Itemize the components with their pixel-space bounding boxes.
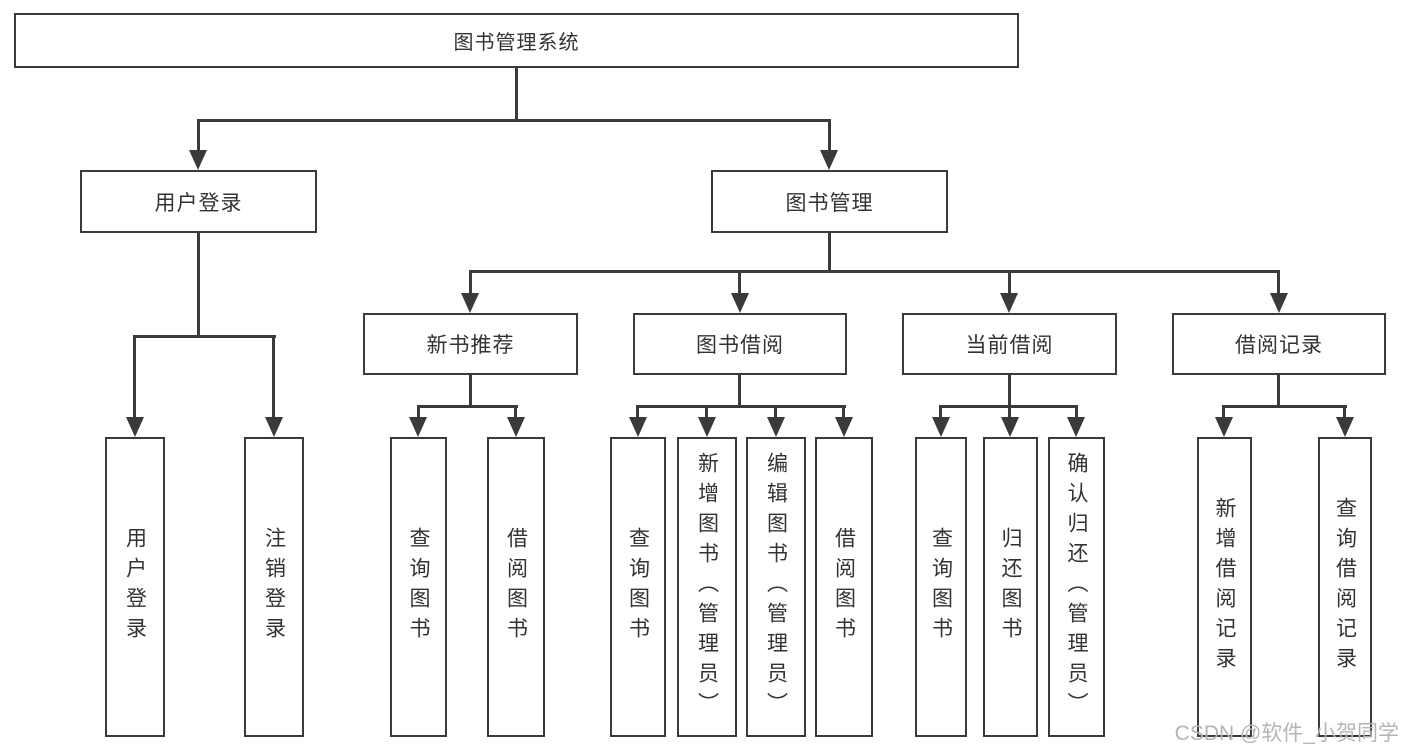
node-borrowing-records-label: 借阅记录	[1235, 334, 1323, 357]
connector-line	[774, 405, 777, 419]
leaf-borrow-books-recommend: 借阅图书	[487, 437, 545, 737]
connector-line	[1075, 405, 1078, 419]
connector-line	[1222, 405, 1225, 419]
node-root: 图书管理系统	[14, 13, 1019, 68]
arrow-down-icon	[1001, 417, 1019, 437]
connector-line	[828, 233, 831, 273]
arrow-down-icon	[126, 417, 144, 437]
leaf-borrow-books: 借阅图书	[815, 437, 873, 737]
leaf-logout: 注销登录	[244, 437, 304, 737]
connector-line	[469, 270, 1280, 273]
arrow-down-icon	[835, 417, 853, 437]
leaf-query-books-current: 查询图书	[915, 437, 967, 737]
connector-line	[1222, 405, 1347, 408]
node-new-book-recommend-label: 新书推荐	[426, 334, 515, 357]
connector-line	[514, 405, 517, 419]
arrow-down-icon	[507, 417, 525, 437]
leaf-query-borrow-record: 查询借阅记录	[1318, 437, 1372, 737]
leaf-query-books-recommend-label: 查询图书	[407, 527, 430, 647]
leaf-add-books-admin: 新增图书（管理员）	[677, 437, 737, 737]
leaf-logout-label: 注销登录	[262, 527, 286, 647]
node-book-management-label: 图书管理	[785, 191, 874, 215]
node-current-borrowing-label: 当前借阅	[965, 334, 1054, 357]
leaf-query-books-current-label: 查询图书	[929, 527, 953, 647]
arrow-down-icon	[461, 293, 479, 313]
arrow-down-icon	[731, 293, 749, 313]
arrow-down-icon	[1000, 293, 1018, 313]
connector-line	[738, 375, 741, 408]
connector-line	[842, 405, 845, 419]
arrow-down-icon	[932, 417, 950, 437]
node-current-borrowing: 当前借阅	[902, 313, 1117, 375]
leaf-user-login-label: 用户登录	[123, 527, 147, 647]
node-book-management: 图书管理	[711, 170, 948, 233]
watermark-text: CSDN @软件_小贺同学	[1174, 722, 1399, 745]
node-new-book-recommend: 新书推荐	[363, 313, 578, 375]
connector-line	[1277, 270, 1280, 296]
connector-line	[133, 335, 136, 419]
arrow-down-icon	[409, 417, 427, 437]
connector-line	[705, 405, 708, 419]
node-book-borrowing-label: 图书借阅	[696, 334, 784, 357]
connector-line	[1008, 375, 1011, 408]
connector-line	[828, 119, 831, 153]
leaf-add-borrow-record: 新增借阅记录	[1197, 437, 1252, 737]
leaf-add-borrow-record-label: 新增借阅记录	[1213, 497, 1236, 677]
leaf-edit-books-admin: 编辑图书（管理员）	[746, 437, 806, 737]
connector-line	[469, 375, 472, 408]
arrow-down-icon	[1270, 293, 1288, 313]
arrow-down-icon	[820, 150, 838, 170]
node-user-login: 用户登录	[80, 170, 317, 233]
leaf-borrow-books-recommend-label: 借阅图书	[504, 527, 528, 647]
leaf-return-books-label: 归还图书	[999, 527, 1022, 647]
arrow-down-icon	[629, 417, 647, 437]
connector-line	[417, 405, 518, 408]
connector-line	[1343, 405, 1346, 419]
connector-line	[417, 405, 420, 419]
connector-line	[1008, 270, 1011, 296]
node-user-login-label: 用户登录	[154, 191, 243, 215]
connector-line	[738, 270, 741, 296]
connector-line	[1277, 375, 1280, 408]
connector-line	[515, 66, 518, 122]
connector-line	[133, 335, 276, 338]
arrow-down-icon	[698, 417, 716, 437]
leaf-borrow-books-label: 借阅图书	[832, 527, 856, 647]
connector-line	[1008, 405, 1011, 419]
arrow-down-icon	[1067, 417, 1085, 437]
leaf-return-books: 归还图书	[983, 437, 1038, 737]
node-root-label: 图书管理系统	[453, 32, 580, 54]
leaf-query-books-recommend: 查询图书	[390, 437, 447, 737]
connector-line	[272, 335, 275, 419]
arrow-down-icon	[1336, 417, 1354, 437]
connector-line	[197, 119, 200, 153]
leaf-confirm-return-admin-label: 确认归还（管理员）	[1065, 452, 1088, 722]
connector-line	[197, 119, 831, 122]
connector-line	[636, 405, 639, 419]
leaf-query-borrow-record-label: 查询借阅记录	[1333, 497, 1357, 677]
connector-line	[197, 233, 200, 337]
leaf-query-books-borrowing: 查询图书	[610, 437, 666, 737]
leaf-confirm-return-admin: 确认归还（管理员）	[1048, 437, 1105, 737]
arrow-down-icon	[265, 417, 283, 437]
node-borrowing-records: 借阅记录	[1172, 313, 1386, 375]
node-book-borrowing: 图书借阅	[633, 313, 847, 375]
arrow-down-icon	[1215, 417, 1233, 437]
arrow-down-icon	[189, 150, 207, 170]
connector-line	[469, 270, 472, 296]
leaf-add-books-admin-label: 新增图书（管理员）	[695, 452, 719, 722]
leaf-edit-books-admin-label: 编辑图书（管理员）	[764, 452, 788, 722]
connector-line	[636, 405, 846, 408]
connector-line	[939, 405, 942, 419]
arrow-down-icon	[767, 417, 785, 437]
leaf-user-login: 用户登录	[105, 437, 165, 737]
leaf-query-books-borrowing-label: 查询图书	[626, 527, 650, 647]
